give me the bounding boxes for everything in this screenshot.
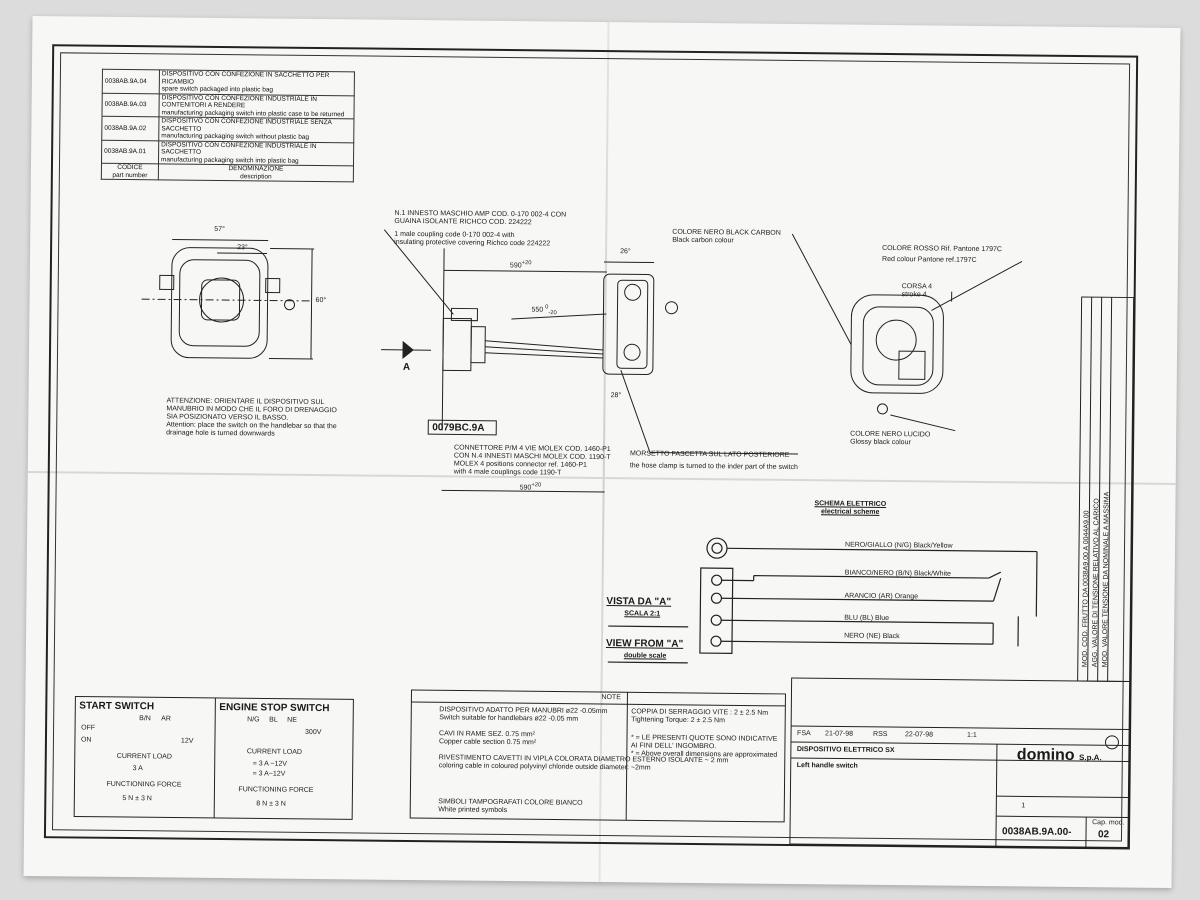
engine-col: N/G (247, 716, 260, 724)
switch-front-view (141, 238, 315, 360)
start-force-label: FUNCTIONING FORCE (106, 780, 182, 789)
approved-by: RSS (873, 730, 888, 739)
cable-assembly (381, 229, 798, 493)
engine-load-label: CURRENT LOAD (246, 748, 302, 756)
device-name-it: DISPOSITIVO ELETTRICO SX (796, 746, 895, 755)
engine-volt: 300V (305, 728, 322, 737)
wire-label: ARANCIO (AR) Orange (844, 592, 919, 601)
mod-label: Cap. mod. (1092, 819, 1125, 827)
view-from-a-it: VISTA DA "A" (606, 596, 672, 608)
plug-callout: N.1 INNESTO MASCHIO AMP COD. 0-170 002-4… (394, 209, 567, 248)
wire-label: NERO/GIALLO (N/G) Black/Yellow (845, 541, 953, 550)
note-title: NOTE (601, 694, 621, 702)
dim-590: 590+20 (509, 260, 532, 270)
rev-side-1: MOD. COD. FRUTTO DA 0038A9.00 A 0044A9.0… (1081, 510, 1091, 668)
technical-drawing (73, 229, 1135, 849)
wire-label: BLU (BL) Blue (844, 614, 890, 623)
part-box (427, 419, 497, 436)
drawn-date: 21-07-98 (825, 730, 854, 738)
approved-date: 22-07-98 (905, 731, 934, 739)
drawing-scale: 1:1 (967, 731, 977, 739)
scale-it: SCALA 2:1 (624, 610, 661, 618)
dim-57: 57° (214, 225, 225, 234)
engine-load-1: = 3 A −12V (252, 760, 288, 768)
start-row-off: OFF (81, 724, 96, 732)
company-logo: domino S.p.A. (1016, 746, 1102, 764)
dim-26: 26° (620, 248, 631, 256)
note-item: * = LE PRESENTI QUOTE SONO INDICATIVE AI… (630, 734, 778, 759)
sheet-number: 1 (1021, 802, 1026, 810)
wire-label: BIANCO/NERO (B/N) Black/White (844, 569, 951, 578)
dim-28: 28° (610, 392, 622, 400)
start-row-on: ON (80, 736, 92, 744)
engine-force: 8 N ± 3 N (256, 800, 286, 808)
start-force: 5 N ± 3 N (122, 794, 152, 803)
approval-seal-icon (1104, 735, 1120, 750)
engine-col: NE (287, 716, 297, 724)
engine-stop-title: ENGINE STOP SWITCH (219, 702, 330, 715)
note-item: DISPOSITIVO ADATTO PER MANUBRI ø22 -0.05… (439, 706, 608, 723)
start-load-label: CURRENT LOAD (116, 752, 172, 761)
drawn-by: FSA (797, 730, 811, 738)
switch-side-view (602, 261, 679, 375)
view-ref-a: A (402, 361, 411, 373)
device-name-en: Left handle switch (796, 762, 858, 770)
attention-note: ATTENZIONE: ORIENTARE IL DISPOSITIVO SUL… (166, 397, 337, 438)
bottom-frames (73, 296, 1135, 849)
start-col: AR (161, 715, 171, 723)
start-switch-title: START SWITCH (79, 700, 155, 713)
drawing-revision: 02 (1097, 829, 1110, 841)
dim-550: 550 0-20 (531, 304, 557, 317)
dim-590-bottom: 590+20 (519, 482, 542, 492)
wiring-scheme (607, 537, 1038, 664)
switch-rear-view (791, 233, 1023, 432)
dim-23: 23° (237, 244, 248, 252)
scale-en: double scale (623, 652, 667, 660)
engine-force-label: FUNCTIONING FORCE (238, 786, 314, 794)
engine-load-2: = 3 A−12V (252, 770, 286, 778)
dim-60: 60° (315, 296, 327, 305)
view-from-a-en: VIEW FROM "A" (605, 638, 684, 650)
drawing-number: 0038AB.9A.00- (1001, 826, 1072, 838)
start-volt: 12V (180, 737, 194, 745)
start-col: B/N (139, 715, 151, 723)
part-code: 0079BC.9A (432, 422, 485, 434)
start-load: 3 A (132, 765, 143, 773)
wire-label: NERO (NE) Black (844, 632, 900, 641)
engine-col: BL (269, 716, 278, 724)
